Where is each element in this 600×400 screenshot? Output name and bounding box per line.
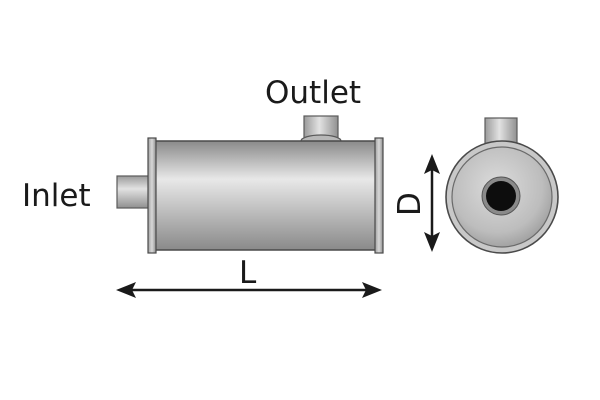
outlet-label: Outlet <box>265 75 361 111</box>
right-end-cap <box>374 137 384 254</box>
end-view <box>445 117 559 254</box>
diameter-label: D <box>392 192 428 216</box>
side-view <box>116 115 384 254</box>
length-label: L <box>239 255 257 291</box>
length-arrow <box>116 282 382 298</box>
left-end-cap <box>147 137 157 254</box>
inlet-label: Inlet <box>22 178 91 214</box>
muffler-body <box>151 140 381 251</box>
diameter-arrow <box>424 154 440 252</box>
inlet-bore <box>486 181 516 211</box>
